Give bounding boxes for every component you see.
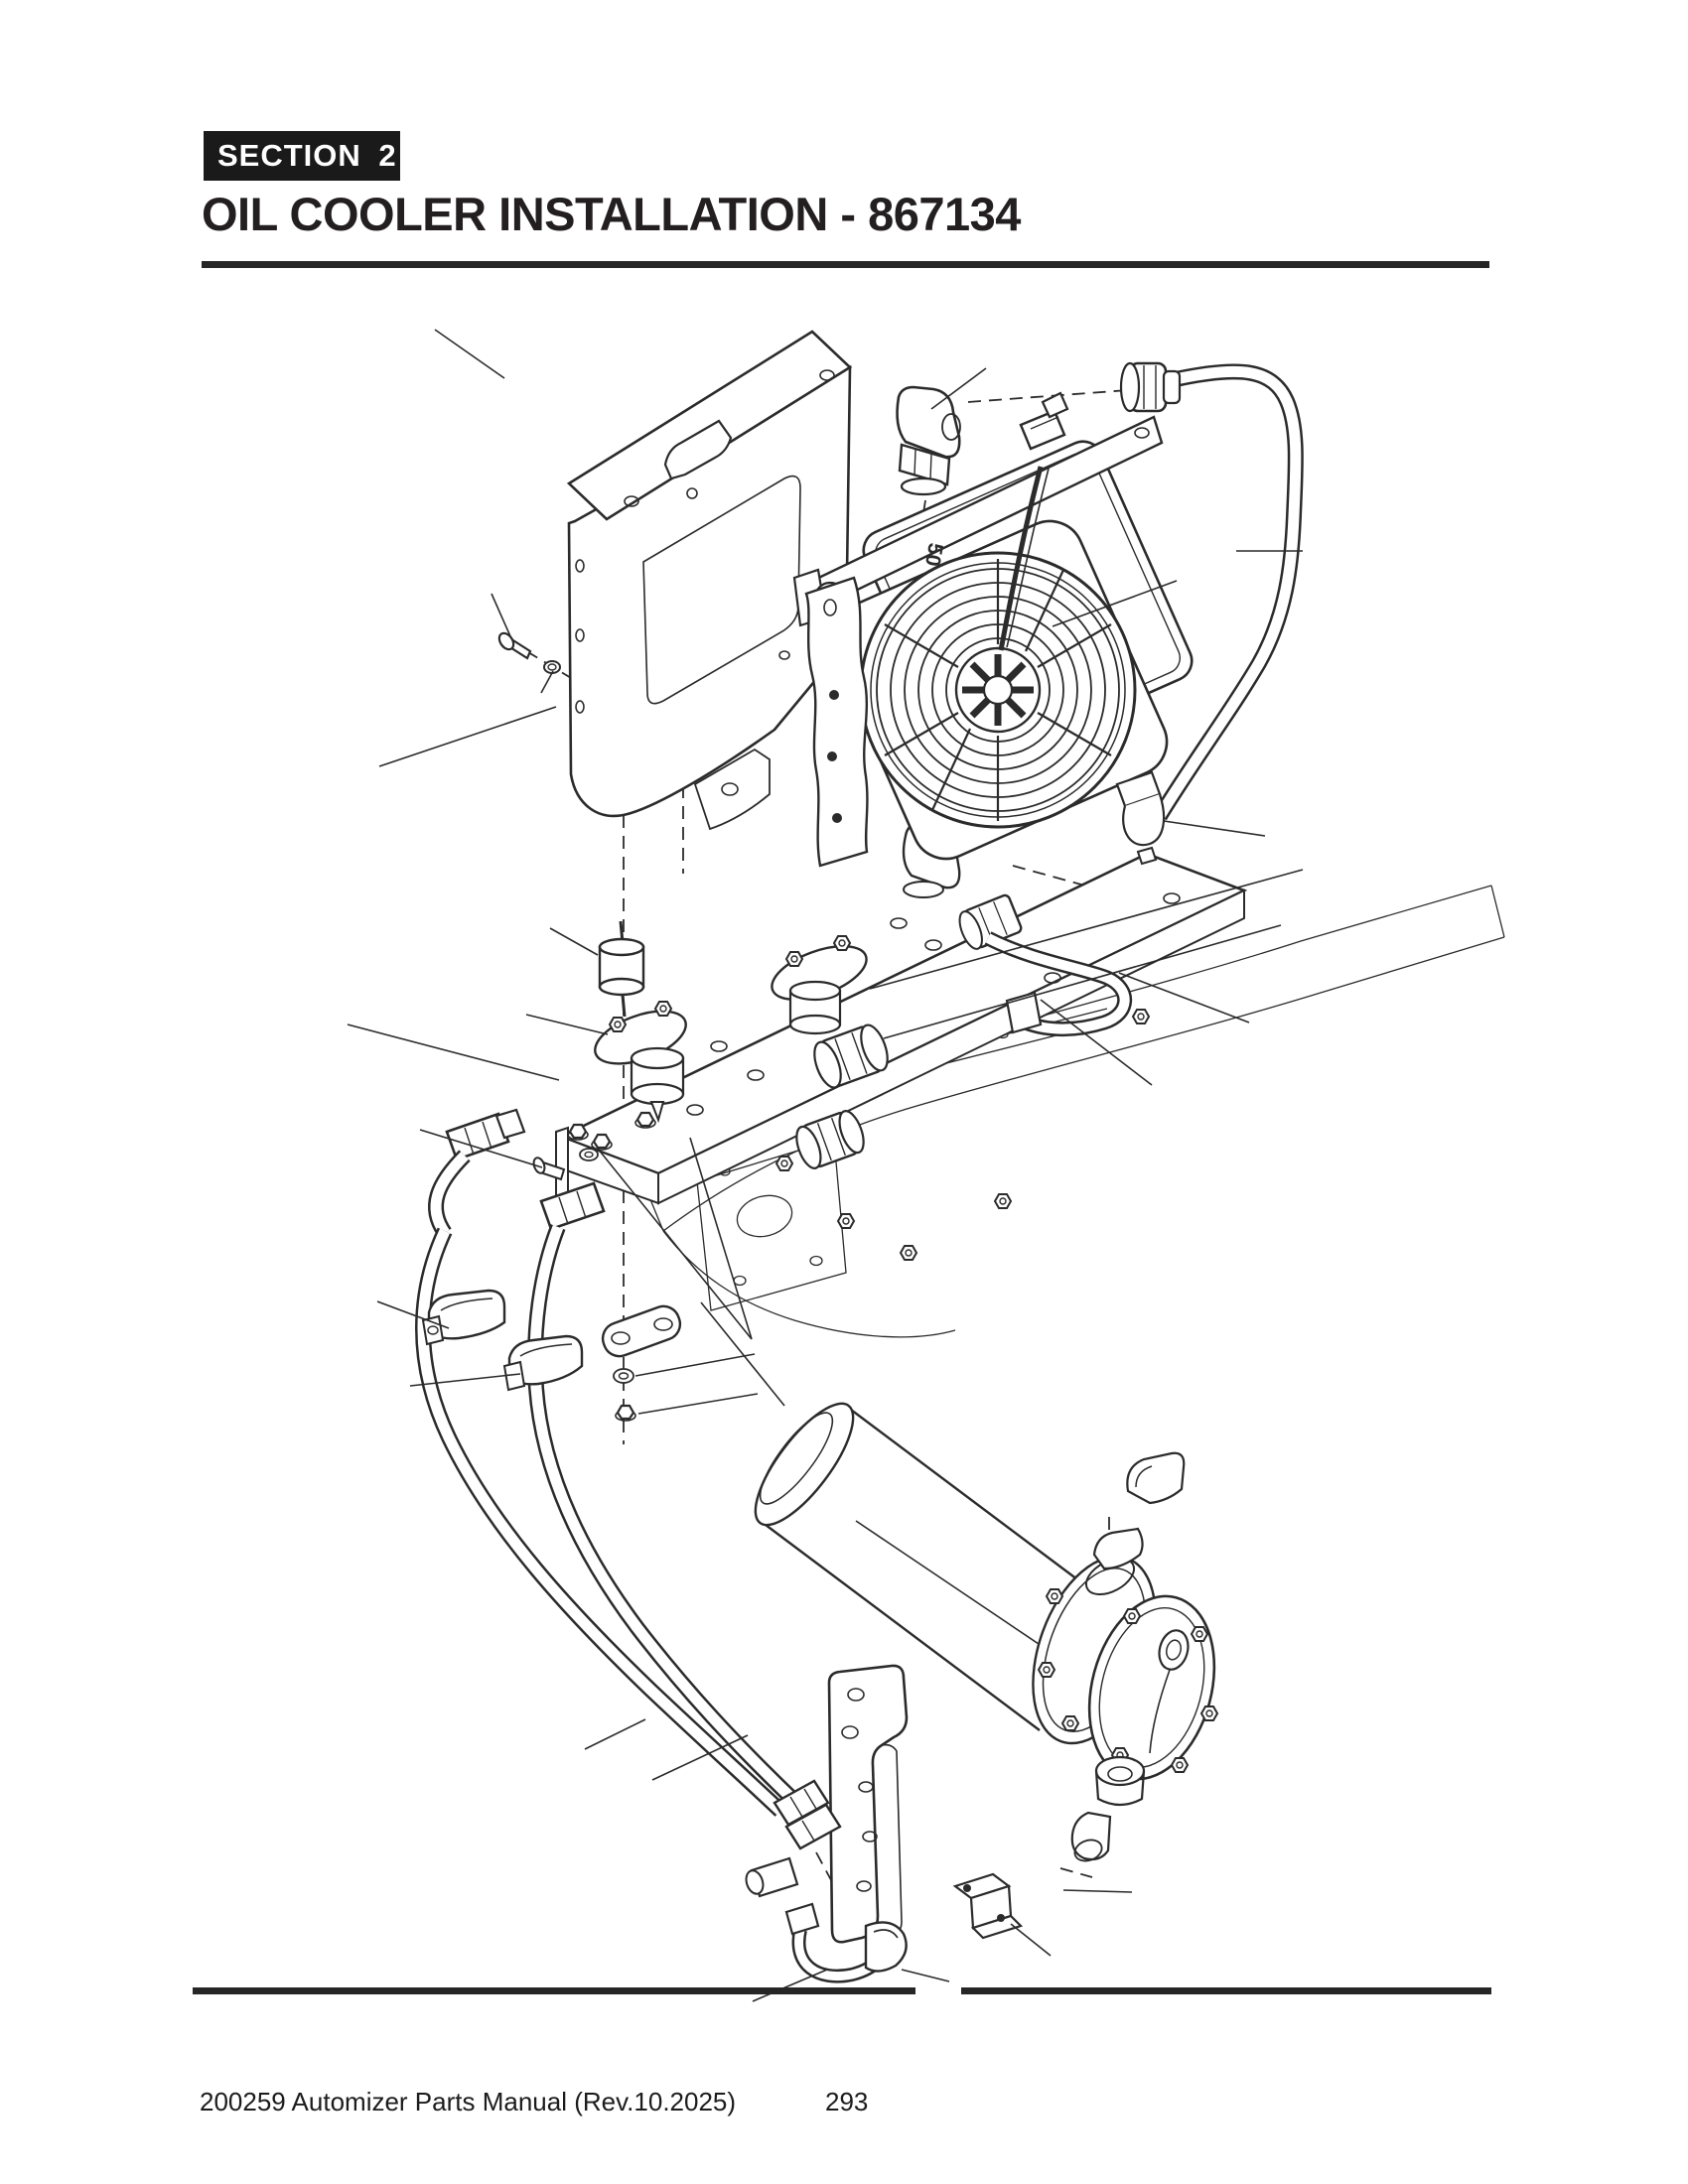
footer-rule-left [193, 1987, 915, 1994]
return-hose [1115, 361, 1304, 866]
fan-connector [1019, 391, 1069, 451]
link-plate-and-hardware [601, 1304, 682, 1423]
left-hose-assembly [415, 1108, 798, 1817]
hose-clamp-2 [502, 1334, 584, 1392]
exchanger-end-cover [1087, 1594, 1218, 1781]
hose-elbow-fitting-2 [539, 1181, 606, 1231]
section-badge-label: SECTION 2 [217, 138, 397, 173]
u-elbow-clamp [864, 1921, 908, 1973]
page-title: OIL COOLER INSTALLATION - 867134 [202, 188, 1021, 240]
elbow-fitting-top [896, 385, 961, 496]
exchanger-clamp-shells [1092, 1451, 1186, 1570]
small-bolt [532, 1157, 566, 1181]
footer-page-number: 293 [825, 2087, 869, 2116]
section-badge: SECTION 2 [204, 131, 400, 181]
hose-clamp-bracket [1115, 770, 1166, 866]
footer-manual-reference: 200259 Automizer Parts Manual (Rev.10.20… [200, 2087, 737, 2116]
elbow-fitting-bottom [1070, 1811, 1112, 1862]
support-bracket [827, 1664, 909, 1944]
inline-couplers [795, 1024, 889, 1169]
hose-elbow-fitting-1 [445, 1112, 510, 1161]
fan-shroud-panel [566, 330, 853, 831]
callout-leader-lines [347, 329, 1304, 2002]
bracket-hose-fittings [745, 1779, 908, 1983]
hose-end-fitting [1119, 361, 1182, 413]
header-rule [202, 261, 1489, 268]
bolt-and-washer [497, 631, 561, 674]
plate-elbow-and-hose [902, 821, 1133, 1036]
fan-motor-cable [998, 466, 1044, 651]
z-bracket [952, 1872, 1024, 1940]
isolator-mounts [594, 920, 868, 1124]
cooler-side-bracket [804, 576, 869, 868]
heat-exchanger-assembly [754, 1402, 1218, 1862]
footer-rule-right [961, 1987, 1491, 1994]
plug-fitting [1094, 1755, 1146, 1807]
hose-clamp-1 [421, 1289, 506, 1346]
